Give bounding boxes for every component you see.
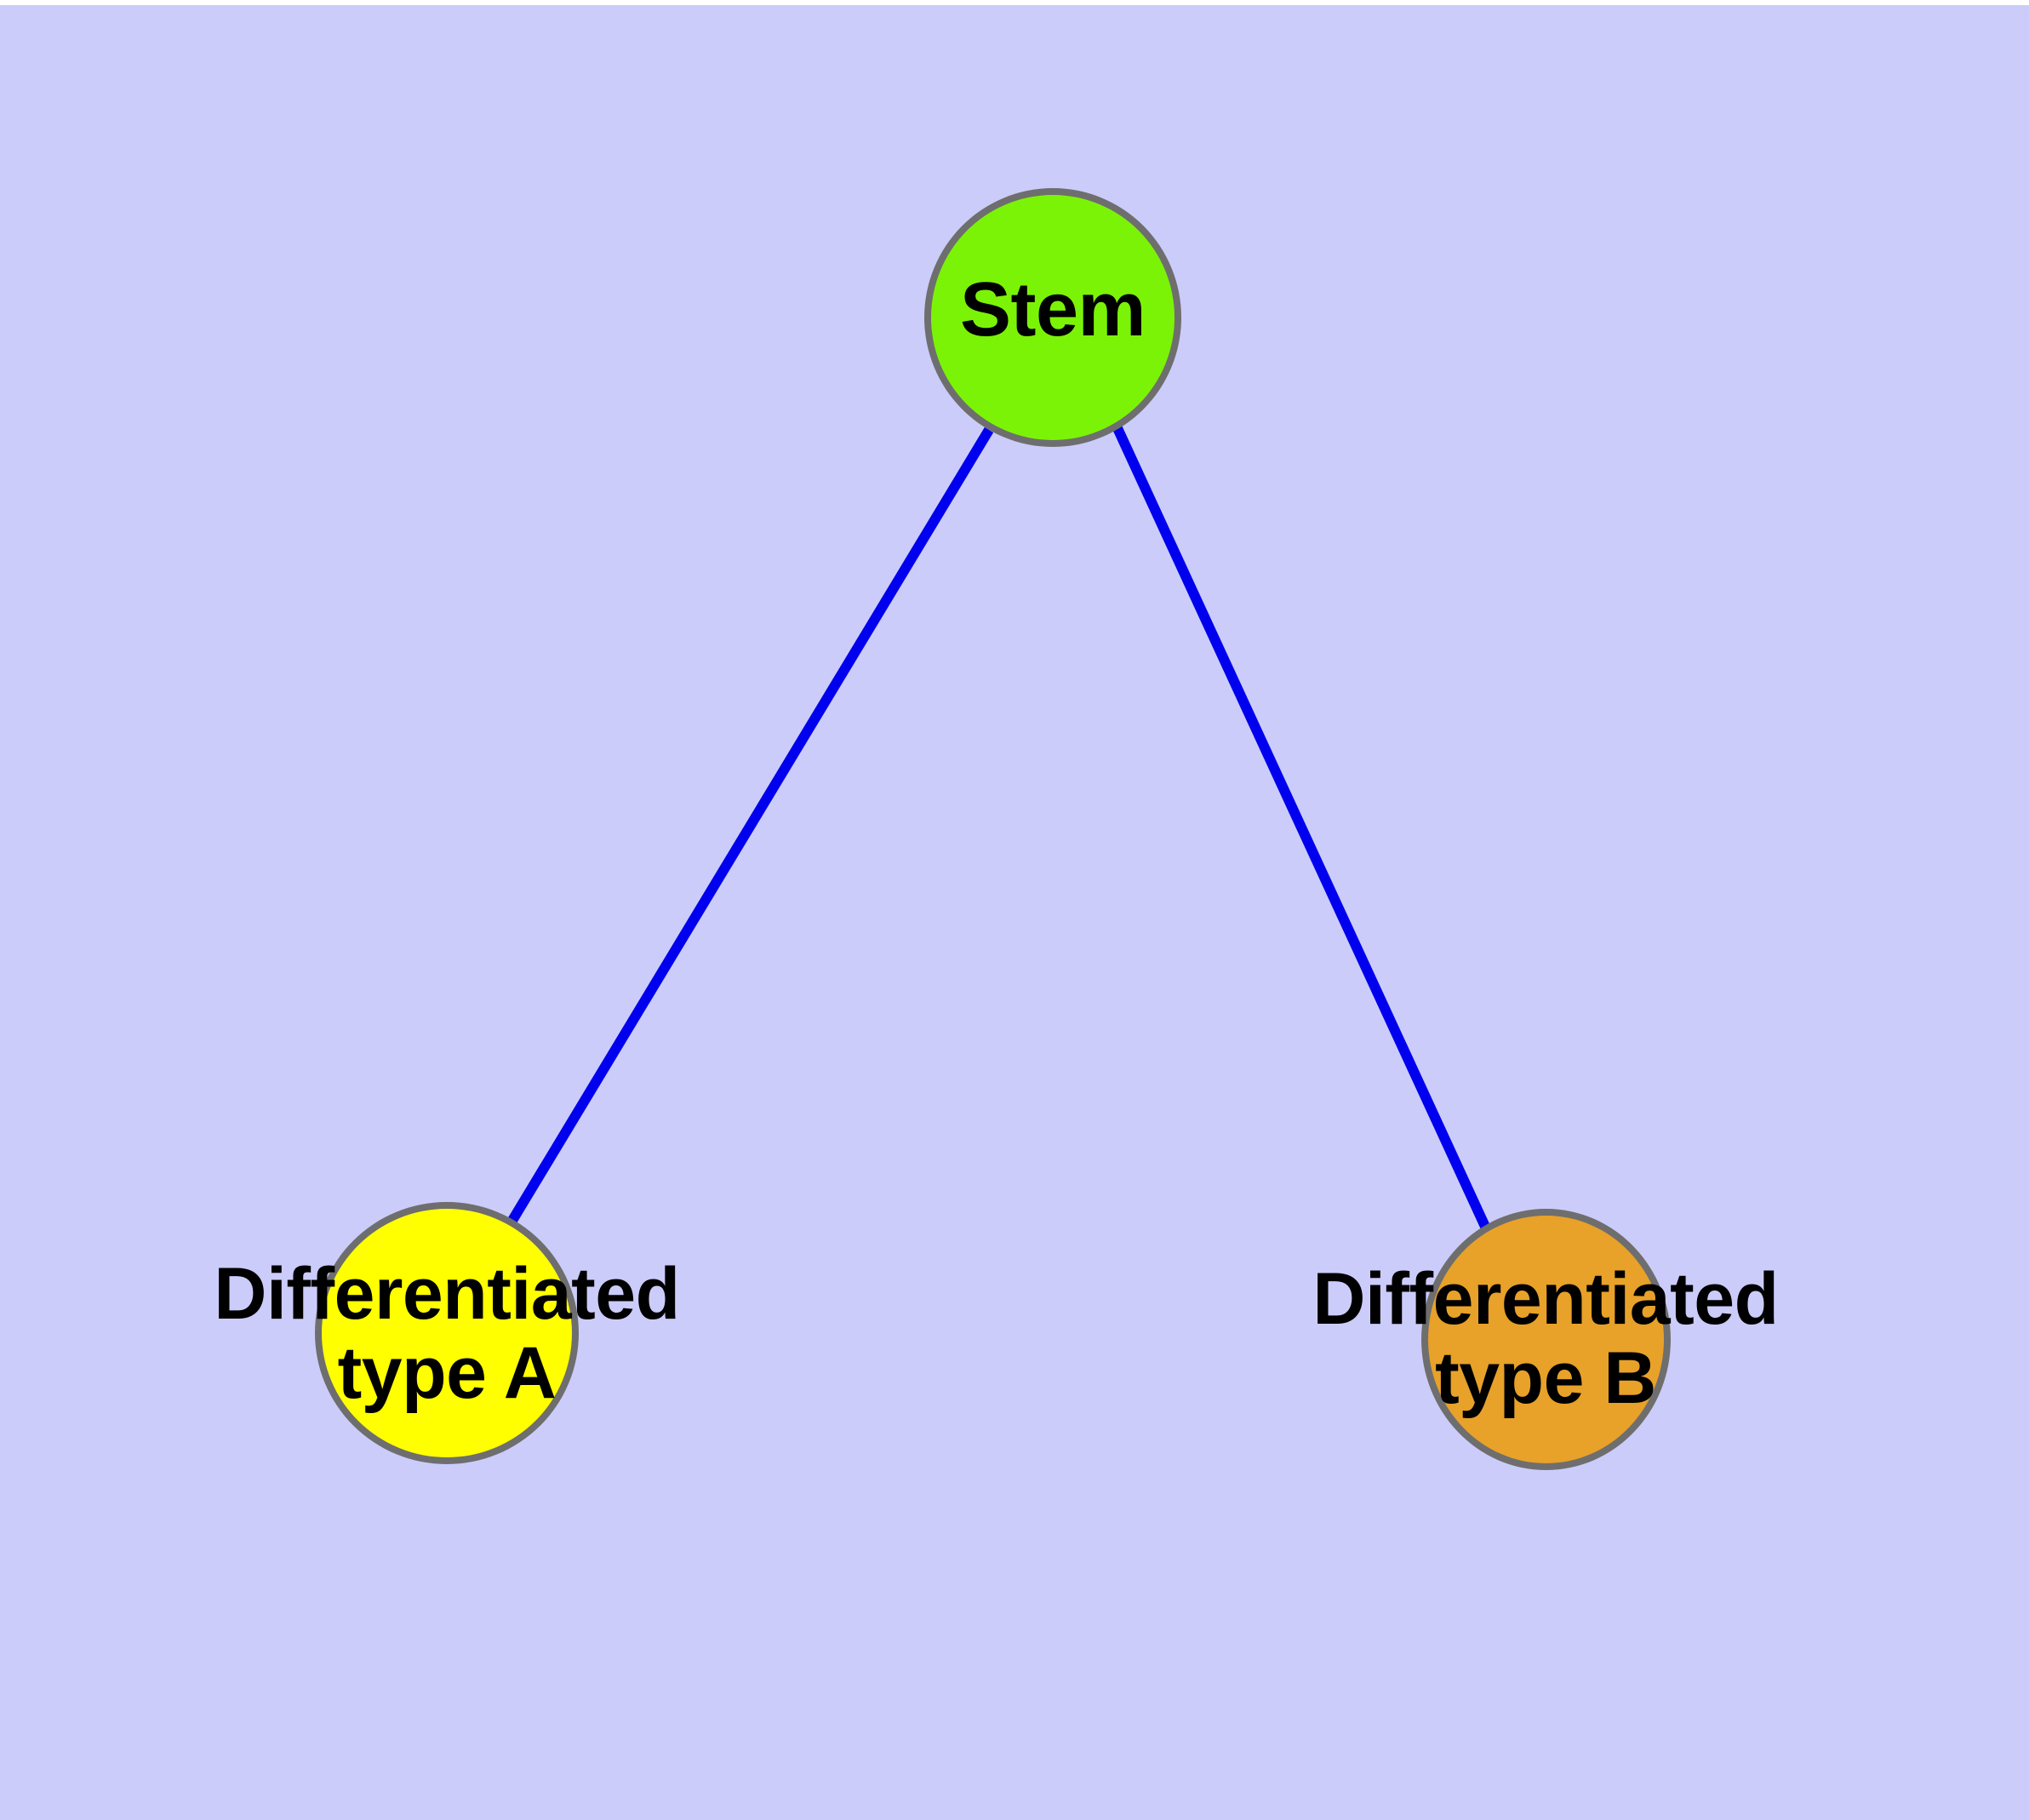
node-stem[interactable] [924, 188, 1181, 447]
edge-stem-to-diff-a [506, 426, 994, 1227]
node-differentiated-type-b[interactable] [1421, 1209, 1671, 1470]
edge-stem-to-diff-b [1112, 426, 1491, 1231]
node-differentiated-type-a[interactable] [315, 1202, 579, 1464]
